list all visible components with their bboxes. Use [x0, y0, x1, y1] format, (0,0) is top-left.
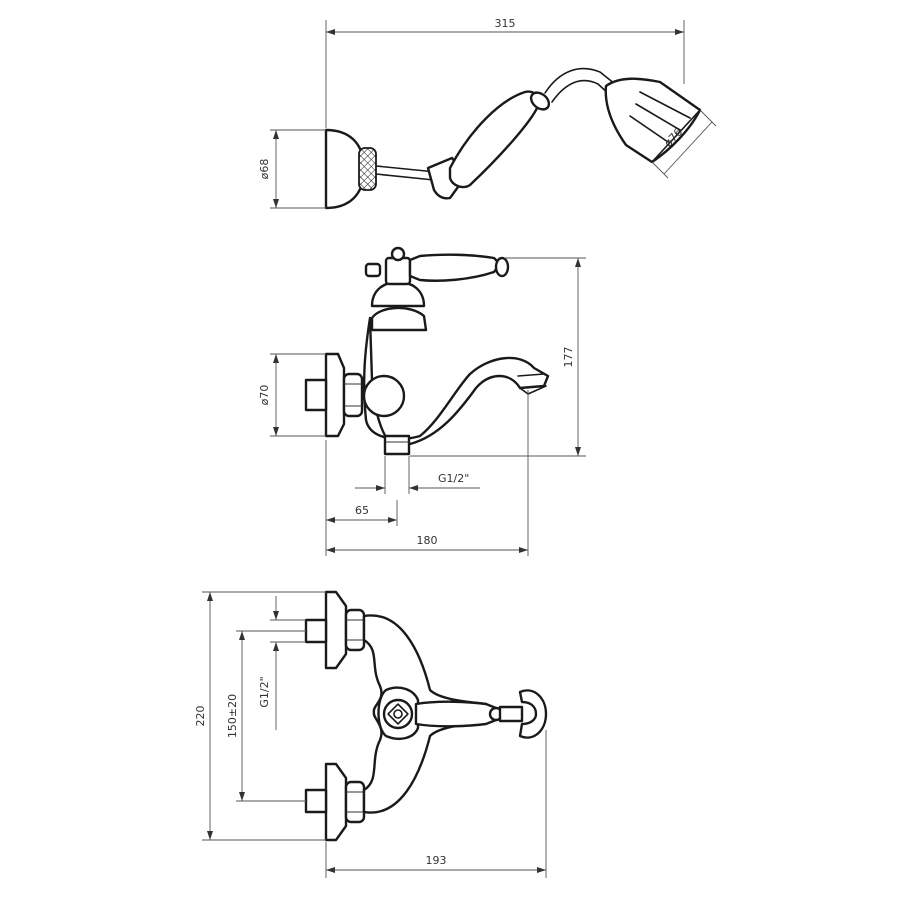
- shower-face: [651, 109, 701, 163]
- holder-stem: [375, 165, 437, 181]
- plan-upper-nut: [344, 608, 366, 652]
- dim-177: 177: [562, 347, 575, 368]
- plan-diverter-stem: [498, 705, 524, 723]
- plan-cartridge-center: [393, 709, 403, 719]
- dim-220: 220: [194, 706, 207, 727]
- outlet-connector: [383, 434, 411, 456]
- side-inlet-stub: [304, 378, 328, 412]
- handle-ring: [529, 91, 551, 111]
- plan-lower-inlet: [304, 788, 328, 814]
- plan-diverter-ring: [518, 689, 548, 739]
- cartridge-cap: [390, 246, 406, 262]
- body-connector: [362, 374, 406, 418]
- shower-head-rim: [629, 91, 691, 143]
- dim-193: 193: [426, 854, 447, 867]
- dim-dia-68: ø68: [258, 159, 271, 180]
- plan-upper-inlet: [304, 618, 328, 644]
- hand-shower-view: 315 ø68 ø76: [258, 17, 717, 210]
- lever-tip: [494, 256, 510, 278]
- dim-thread-plan: G1/2": [258, 676, 271, 707]
- dim-dia-70: ø70: [258, 385, 271, 406]
- plan-lower-nut: [344, 780, 366, 824]
- side-wall-flange: [324, 352, 346, 438]
- mixer-side-view: 177 ø70 G1/2" 65 180: [258, 246, 586, 556]
- dim-315: 315: [495, 17, 516, 30]
- mixer-body: [362, 316, 550, 446]
- body-top: [370, 306, 428, 332]
- shower-neck: [544, 67, 616, 103]
- knurled-collar: [358, 147, 377, 191]
- plan-lever-handle: [414, 700, 498, 728]
- cartridge-knob: [364, 262, 382, 278]
- dim-thread-side: G1/2": [438, 472, 469, 485]
- lever-handle: [408, 253, 502, 282]
- plan-upper-flange: [324, 590, 348, 670]
- cartridge-dome: [370, 280, 426, 308]
- dim-150-tol: 150±20: [226, 694, 239, 738]
- plan-cartridge: [382, 698, 414, 730]
- side-flange-nut: [342, 372, 364, 418]
- plan-lower-flange: [324, 762, 348, 842]
- cartridge-stem: [384, 256, 412, 286]
- dim-180: 180: [417, 534, 438, 547]
- shower-handle: [448, 90, 540, 189]
- dim-65: 65: [355, 504, 369, 517]
- shower-head: [604, 77, 702, 164]
- mixer-plan-view: 220 150±20 G1/2" 193: [194, 590, 548, 878]
- plan-cartridge-nut: [387, 703, 409, 725]
